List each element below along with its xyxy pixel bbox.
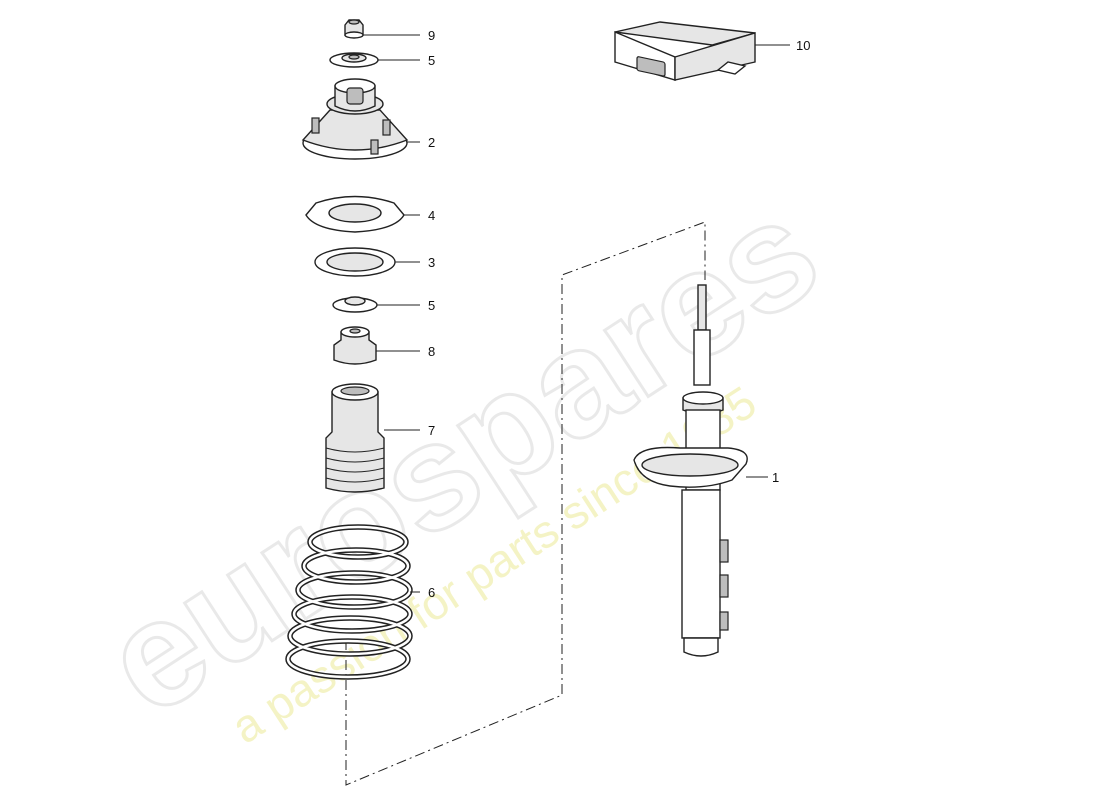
callouts: 9 5 2 4 3 5 8 7	[363, 28, 810, 600]
part-10-control-unit	[614, 21, 756, 81]
callout-6: 6	[410, 585, 435, 600]
callout-10-label: 10	[796, 38, 810, 53]
callout-7: 7	[384, 423, 435, 438]
callout-10: 10	[755, 38, 810, 53]
callout-8: 8	[376, 344, 435, 359]
callout-5-lower-label: 5	[428, 298, 435, 313]
callout-7-label: 7	[428, 423, 435, 438]
part-8-bump-stop	[333, 326, 377, 365]
callout-3-label: 3	[428, 255, 435, 270]
callout-9-label: 9	[428, 28, 435, 43]
part-3-spring-pad	[314, 247, 396, 277]
callout-2-label: 2	[428, 135, 435, 150]
callout-5-top: 5	[378, 53, 435, 68]
part-2-top-mount	[301, 78, 409, 160]
part-4-spring-seat	[305, 195, 405, 233]
callout-5-top-label: 5	[428, 53, 435, 68]
part-5-top-washer	[329, 52, 379, 68]
part-7-boot	[325, 383, 385, 493]
callout-4: 4	[404, 208, 435, 223]
assembly-axis-line	[345, 221, 706, 786]
part-9-nut	[344, 19, 364, 39]
callout-5-lower: 5	[377, 298, 435, 313]
callout-8-label: 8	[428, 344, 435, 359]
part-1-shock-absorber	[633, 284, 748, 657]
callout-2: 2	[407, 135, 435, 150]
callout-3: 3	[395, 255, 435, 270]
callout-6-label: 6	[428, 585, 435, 600]
part-6-coil-highlight	[286, 525, 412, 679]
callout-9: 9	[363, 28, 435, 43]
callout-1: 1	[746, 470, 779, 485]
part-5-lower-washer	[332, 296, 378, 313]
callout-1-label: 1	[772, 470, 779, 485]
callout-4-label: 4	[428, 208, 435, 223]
